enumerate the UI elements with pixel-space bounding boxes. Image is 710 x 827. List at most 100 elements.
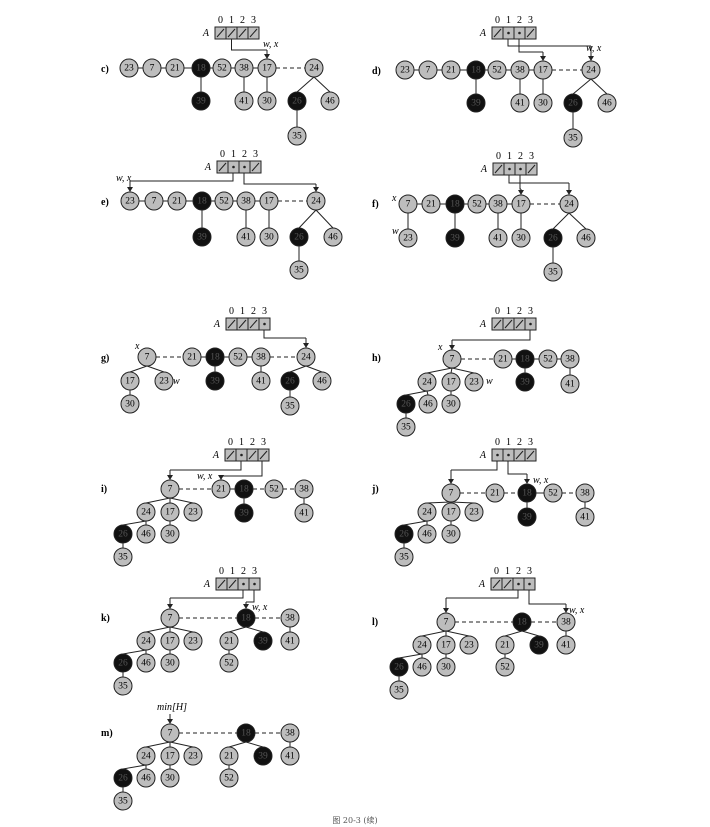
marked-node-circle — [466, 60, 486, 80]
heap-node: 21 — [219, 746, 239, 766]
array-index: 2 — [517, 306, 522, 317]
node-key: 21 — [498, 355, 508, 365]
arrowhead-icon — [303, 343, 309, 348]
nil-slash-icon — [492, 579, 501, 589]
node-circle — [436, 612, 456, 632]
node-key: 52 — [224, 659, 234, 669]
node-circle — [394, 547, 414, 567]
marked-node-circle — [515, 349, 535, 369]
node-key: 7 — [449, 489, 454, 499]
heap-node: 35 — [280, 396, 300, 416]
node-circle — [136, 502, 156, 522]
array-index: 0 — [494, 566, 499, 577]
node-circle — [234, 91, 254, 111]
heap-node: 24 — [296, 347, 316, 367]
node-circle — [563, 128, 583, 148]
node-key: 7 — [168, 485, 173, 495]
heap-node: 7 — [398, 194, 418, 214]
tree-edge — [504, 630, 523, 637]
heap-node: 17 — [160, 746, 180, 766]
node-key: 24 — [564, 200, 574, 210]
array-pointer-line — [243, 173, 316, 185]
pointer-label: w — [486, 376, 493, 387]
heap-node: 23 — [398, 228, 418, 248]
node-key: 7 — [168, 614, 173, 624]
marked-node-circle — [205, 347, 225, 367]
heap-node: 41 — [510, 93, 530, 113]
array-index: 1 — [239, 437, 244, 448]
node-circle — [304, 58, 324, 78]
heap-node: 24 — [417, 372, 437, 392]
heap-node: 21 — [421, 194, 441, 214]
tree-edge — [145, 626, 171, 633]
heap-node: 30 — [160, 524, 180, 544]
node-circle — [160, 723, 180, 743]
array-index: 0 — [220, 149, 225, 160]
node-key: 24 — [586, 66, 596, 76]
node-circle — [533, 93, 553, 113]
node-key: 7 — [444, 618, 449, 628]
node-key: 46 — [317, 377, 327, 387]
node-key: 21 — [224, 752, 234, 762]
node-key: 21 — [172, 197, 182, 207]
node-key: 17 — [165, 637, 175, 647]
node-circle — [441, 60, 461, 80]
node-circle — [418, 60, 438, 80]
node-key: 23 — [159, 377, 169, 387]
heap-node: 7 — [160, 479, 180, 499]
marked-node-circle — [192, 227, 212, 247]
node-key: 46 — [141, 530, 151, 540]
heap-node: 21 — [211, 479, 231, 499]
node-circle — [280, 608, 300, 628]
node-key: 21 — [490, 489, 500, 499]
node-key: 26 — [401, 400, 411, 410]
node-key: 46 — [141, 774, 151, 784]
heap-node: 39 — [466, 93, 486, 113]
arrowhead-icon — [127, 187, 133, 192]
heap-node: 18 — [515, 349, 535, 369]
array-index: 2 — [517, 437, 522, 448]
heap-node: 35 — [113, 791, 133, 811]
node-circle — [511, 194, 531, 214]
heap-node: 7 — [142, 58, 162, 78]
array-index: 3 — [528, 306, 533, 317]
tree-edge — [298, 209, 317, 229]
marked-node-circle — [445, 228, 465, 248]
node-circle — [510, 93, 530, 113]
nil-slash-icon — [493, 319, 502, 329]
arrowhead-icon — [566, 190, 572, 195]
heap-node: 30 — [441, 394, 461, 414]
heap-node: 46 — [418, 394, 438, 414]
node-circle — [120, 191, 140, 211]
node-key: 46 — [422, 530, 432, 540]
array-pointer-line — [170, 461, 242, 471]
node-key: 39 — [196, 97, 206, 107]
slot-pointer-dot — [240, 453, 243, 457]
node-key: 52 — [224, 774, 234, 784]
node-key: 17 — [441, 641, 451, 651]
node-circle — [287, 126, 307, 146]
slot-pointer-dot — [529, 322, 532, 326]
array-label: A — [212, 450, 220, 461]
panel-label: c) — [101, 64, 109, 75]
node-circle — [543, 262, 563, 282]
node-circle — [160, 746, 180, 766]
heap-node: 35 — [543, 262, 563, 282]
node-circle — [160, 608, 180, 628]
node-key: 18 — [241, 614, 251, 624]
node-key: 23 — [469, 378, 479, 388]
panel-label: e) — [101, 197, 109, 208]
heap-node: 24 — [136, 502, 156, 522]
node-key: 46 — [423, 400, 433, 410]
nil-slash-icon — [238, 28, 247, 38]
node-key: 30 — [446, 400, 456, 410]
array-label: A — [479, 28, 487, 39]
heap-node: 24 — [581, 60, 601, 80]
node-circle — [228, 347, 248, 367]
node-key: 52 — [217, 64, 227, 74]
array-index: 1 — [506, 15, 511, 26]
marked-node-circle — [236, 608, 256, 628]
nil-slash-icon — [218, 162, 227, 172]
node-key: 38 — [285, 614, 295, 624]
array-index: 3 — [528, 437, 533, 448]
